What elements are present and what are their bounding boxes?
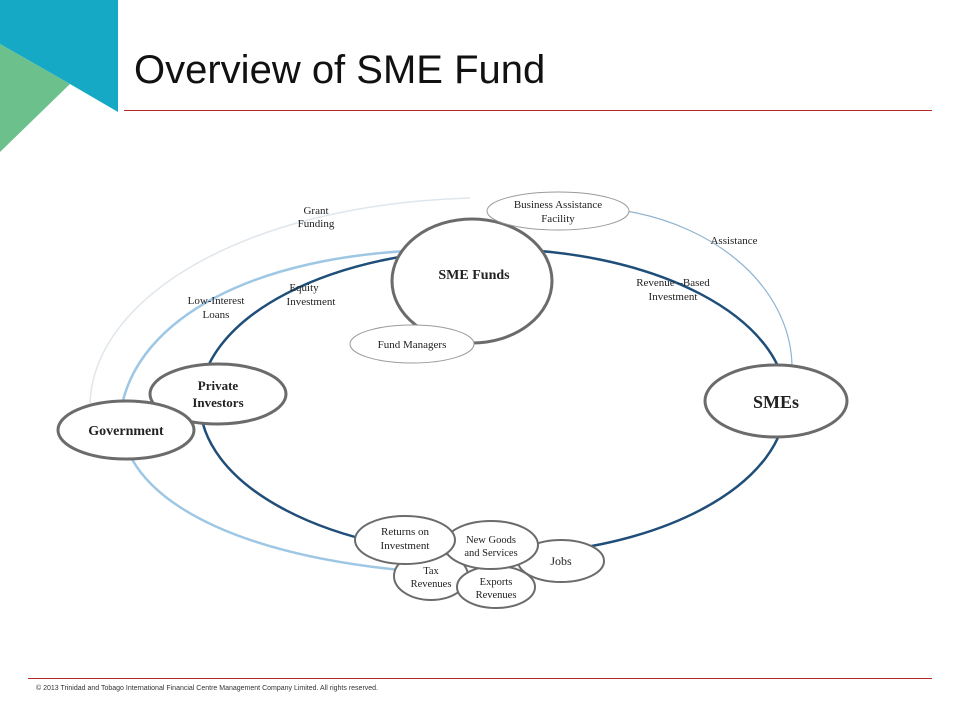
corner-green-shape [0,44,70,152]
node-new-goods-line1: New Goods [466,535,516,546]
node-business-assistance-line2: Facility [541,213,575,225]
footer-divider [28,678,932,679]
slide-title: Overview of SME Fund [134,48,546,92]
corner-graphic [0,0,118,152]
label-grant-line2: Funding [298,218,335,230]
label-equity-line2: Investment [287,296,336,308]
label-equity-line1: Equity [289,282,319,294]
node-new-goods: New Goods and Services [443,520,539,570]
node-tax-line2: Revenues [411,579,452,590]
label-low-interest-line2: Loans [203,309,230,321]
corner-teal-shape [0,0,118,112]
copyright-footer: © 2013 Trinidad and Tobago International… [36,685,379,692]
node-smes: SMEs [703,363,849,439]
node-fund-managers-label: Fund Managers [378,339,447,351]
node-smes-label: SMEs [753,392,799,412]
label-grant-line1: Grant [303,205,328,217]
node-government: Government [56,399,196,461]
assistance-arc [619,209,793,366]
node-exports-line2: Revenues [476,590,517,601]
label-revenue-based-line1: Revenue –Based [636,277,710,289]
node-sme-funds: SME Funds [390,217,554,345]
title-divider [124,110,932,111]
label-low-interest-line1: Low-Interest [188,295,245,307]
node-tax-line1: Tax [423,566,439,577]
node-returns-line2: Investment [381,540,430,552]
label-assistance: Assistance [710,235,757,247]
node-jobs-label: Jobs [550,554,572,568]
node-new-goods-line2: and Services [464,548,517,559]
node-exports-line1: Exports [480,577,513,588]
grant-funding-ring [89,197,471,406]
node-returns-on-investment: Returns on Investment [354,515,456,565]
node-government-label: Government [88,424,164,439]
node-business-assistance: Business Assistance Facility [486,191,630,231]
node-private-investors: Private Investors [148,362,288,426]
node-exports-revenues: Exports Revenues [456,565,536,609]
node-jobs: Jobs [517,539,605,583]
node-returns-line1: Returns on [381,526,429,538]
node-private-investors-line2: Investors [192,395,243,410]
node-fund-managers: Fund Managers [349,324,475,364]
label-revenue-based-line2: Investment [649,291,698,303]
node-business-assistance-line1: Business Assistance [514,199,602,211]
node-private-investors-line1: Private [198,378,239,393]
node-sme-funds-label: SME Funds [438,268,510,283]
